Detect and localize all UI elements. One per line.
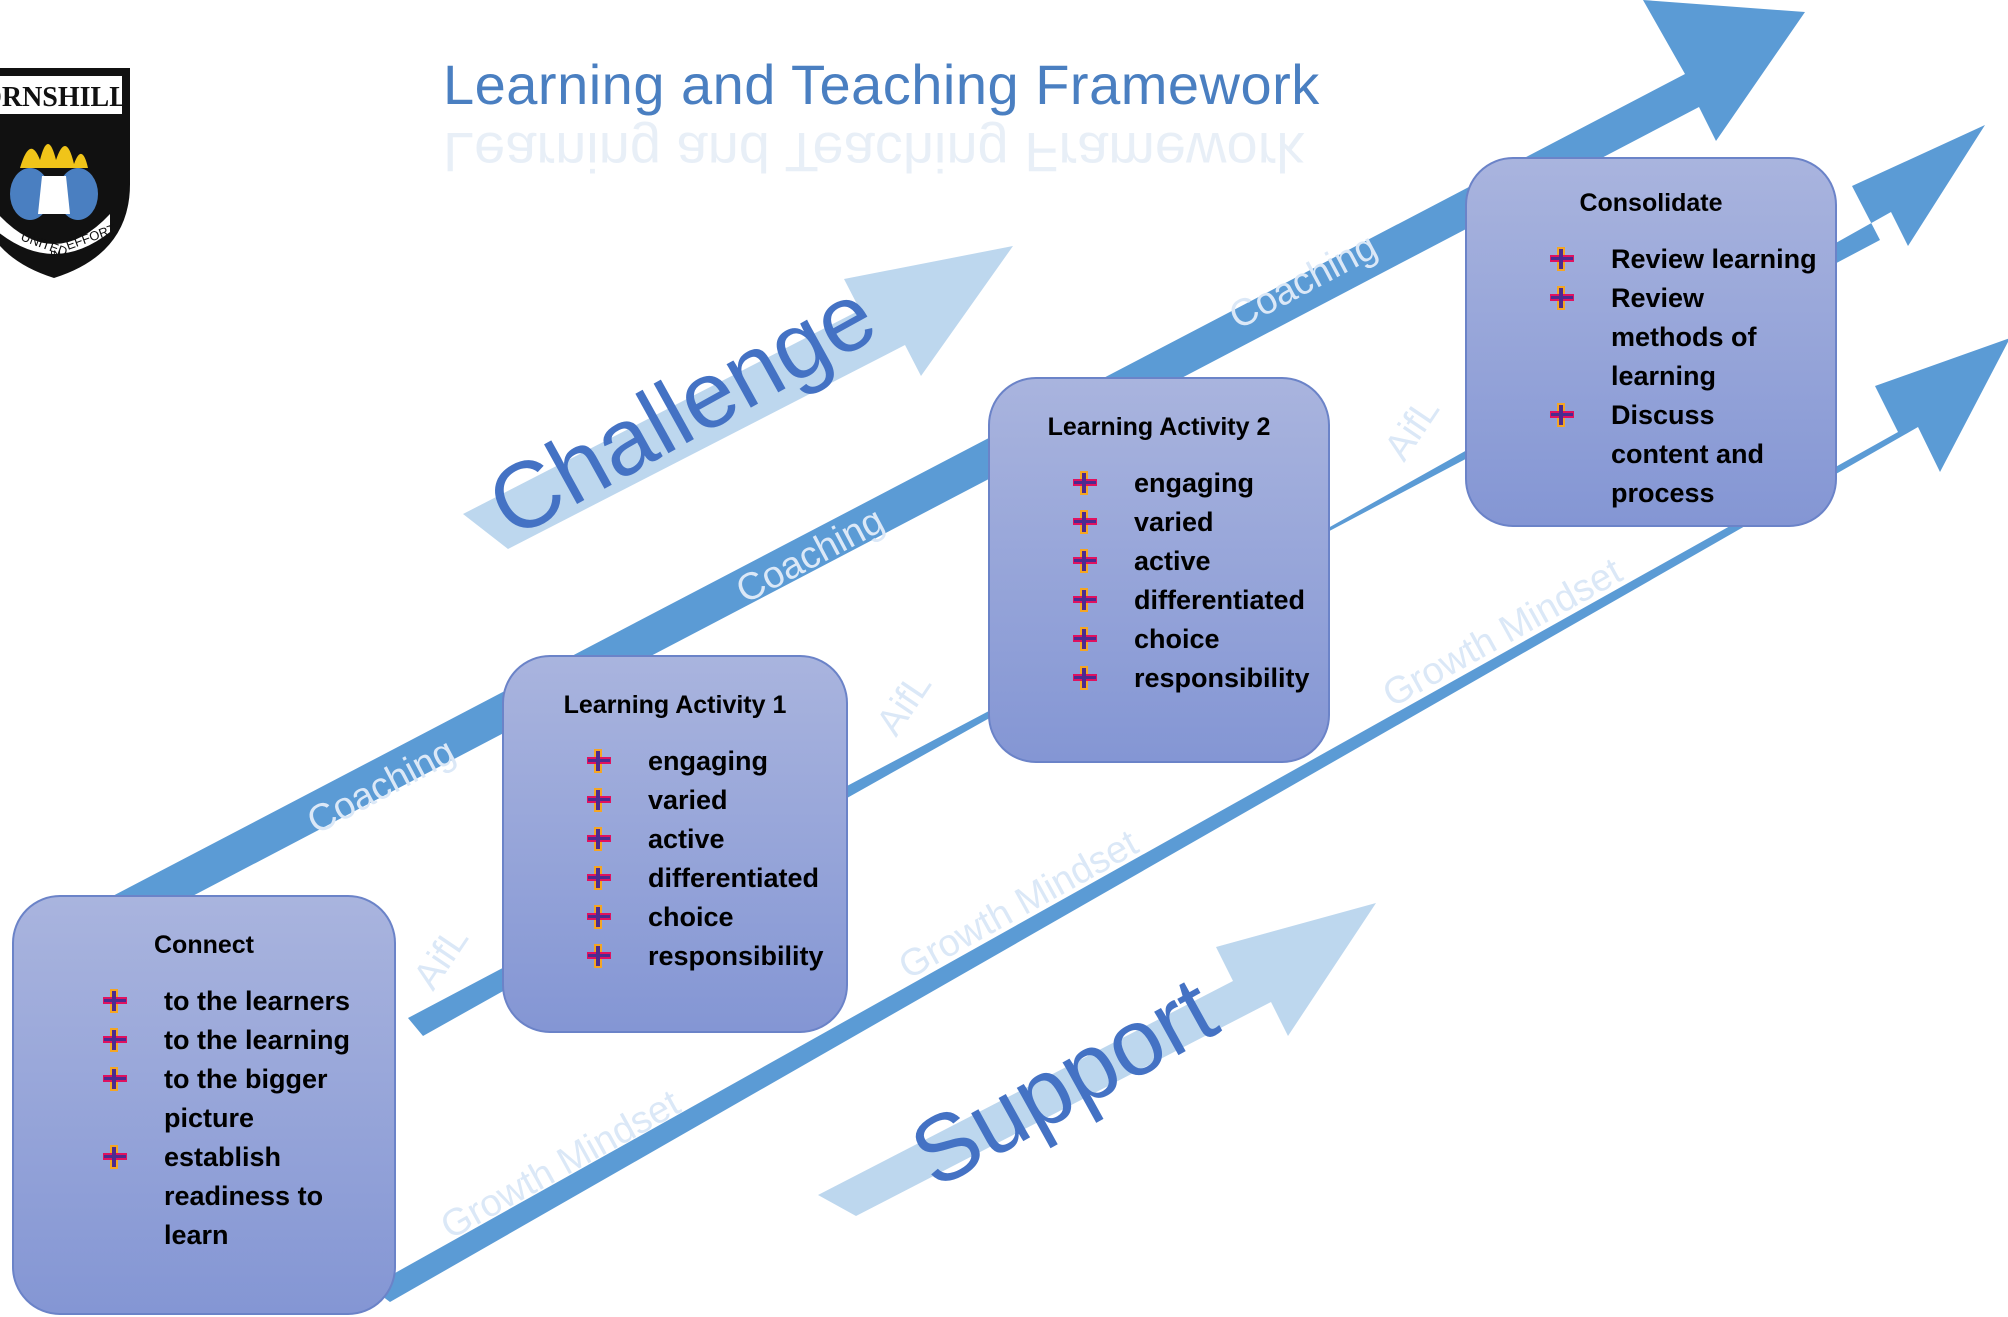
bullet-icon (1073, 627, 1097, 651)
aifl-label: AifL (1377, 390, 1448, 468)
list-item: choice (1072, 620, 1328, 659)
list-item-label: Review learning (1611, 244, 1817, 274)
bullet-icon (1073, 588, 1097, 612)
list-item-label: establish readiness to learn (164, 1142, 324, 1250)
list-item-label: responsibility (648, 941, 824, 971)
challenge-arrow (463, 246, 1013, 549)
list-item: differentiated (1072, 581, 1328, 620)
list-item: active (586, 820, 846, 859)
list-item-label: to the bigger picture (164, 1064, 328, 1133)
support-arrow (818, 903, 1376, 1216)
list-item: to the learners (102, 982, 352, 1021)
list-item: Discuss content and process (1549, 396, 1819, 513)
bullet-icon (1073, 666, 1097, 690)
bullet-icon (587, 905, 611, 929)
bullet-icon (587, 866, 611, 890)
list-item-label: engaging (648, 746, 768, 776)
bullet-icon (1073, 549, 1097, 573)
list-item-label: Discuss content and process (1611, 400, 1764, 508)
list-item: varied (586, 781, 846, 820)
bullet-icon (103, 1067, 127, 1091)
connect-box: Connect to the learners to the learning … (12, 895, 396, 1315)
bullet-icon (1550, 403, 1574, 427)
list-item-label: responsibility (1134, 663, 1310, 693)
bullet-icon (1073, 510, 1097, 534)
list-item-label: varied (1134, 507, 1214, 537)
coaching-label: Coaching (730, 499, 891, 611)
list-item: establish readiness to learn (102, 1138, 352, 1255)
bullet-icon (1550, 286, 1574, 310)
aifl-label: AifL (869, 665, 940, 743)
list-item: active (1072, 542, 1328, 581)
bullet-icon (587, 827, 611, 851)
list-item: Review methods of learning (1549, 279, 1819, 396)
list-item-label: to the learning (164, 1025, 351, 1055)
coaching-arrow (40, 0, 1805, 956)
bullet-icon (587, 944, 611, 968)
growth-mindset-label: Growth Mindset (892, 822, 1145, 988)
list-item: choice (586, 898, 846, 937)
connect-list: to the learners to the learning to the b… (102, 982, 352, 1255)
bullet-icon (103, 1145, 127, 1169)
support-label: Support (894, 956, 1233, 1207)
list-item-label: Review methods of learning (1611, 283, 1757, 391)
connect-title: Connect (154, 931, 254, 959)
growth-mindset-label: Growth Mindset (434, 1082, 687, 1248)
list-item: Review learning (1549, 240, 1819, 279)
learning-activity-1-title: Learning Activity 1 (563, 691, 787, 719)
growth-mindset-arrow (370, 338, 2008, 1302)
list-item: differentiated (586, 859, 846, 898)
logo-name: ORNSHILL (0, 82, 128, 113)
list-item-label: engaging (1134, 468, 1254, 498)
list-item-label: choice (648, 902, 734, 932)
learning-activity-2-box: Learning Activity 2 engaging varied acti… (988, 377, 1330, 763)
consolidate-box: Consolidate Review learning Review metho… (1465, 157, 1837, 527)
bullet-icon (587, 788, 611, 812)
list-item-label: active (648, 824, 725, 854)
list-item: responsibility (586, 937, 846, 976)
list-item: varied (1072, 503, 1328, 542)
bullet-icon (103, 989, 127, 1013)
list-item-label: differentiated (648, 863, 820, 893)
list-item: to the bigger picture (102, 1060, 352, 1138)
consolidate-list: Review learning Review methods of learni… (1549, 240, 1819, 513)
page-title-reflection: Learning and Teaching Framework (443, 121, 1305, 184)
list-item-label: choice (1134, 624, 1220, 654)
list-item: to the learning (102, 1021, 352, 1060)
logo-motto-mid: IN (50, 249, 61, 261)
page-title: Learning and Teaching Framework (443, 53, 1320, 116)
aifl-label: AifL (406, 919, 477, 997)
bullet-icon (1073, 471, 1097, 495)
learning-activity-1-list: engaging varied active differentiated ch… (586, 742, 846, 976)
learning-activity-2-title: Learning Activity 2 (1047, 413, 1271, 441)
bullet-icon (587, 749, 611, 773)
list-item-label: to the learners (164, 986, 351, 1016)
list-item-label: differentiated (1134, 585, 1306, 615)
bullet-icon (1550, 247, 1574, 271)
list-item: responsibility (1072, 659, 1328, 698)
learning-activity-2-list: engaging varied active differentiated ch… (1072, 464, 1328, 698)
growth-mindset-label: Growth Mindset (1376, 550, 1629, 716)
school-crest-logo: ORNSHILL UNITED IN EFFORT (0, 68, 130, 278)
challenge-label: Challenge (471, 260, 892, 557)
list-item-label: varied (648, 785, 728, 815)
list-item: engaging (1072, 464, 1328, 503)
list-item: engaging (586, 742, 846, 781)
learning-activity-1-box: Learning Activity 1 engaging varied acti… (502, 655, 848, 1033)
bullet-icon (103, 1028, 127, 1052)
list-item-label: active (1134, 546, 1211, 576)
consolidate-title: Consolidate (1579, 189, 1723, 217)
